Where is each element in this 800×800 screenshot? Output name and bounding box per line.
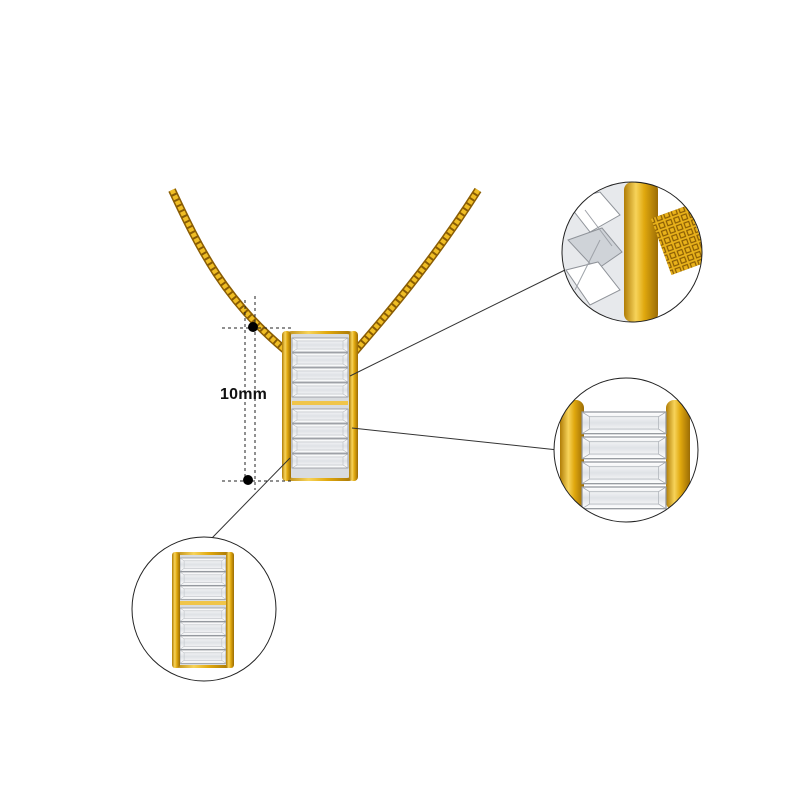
- dimension-marker: [222, 296, 292, 490]
- pendant: [282, 331, 358, 481]
- leader-lines: [211, 269, 566, 539]
- chain: [168, 187, 482, 358]
- top-right-detail: [561, 181, 703, 323]
- dimension-label: 10mm: [220, 386, 268, 403]
- middle-right-detail: [553, 377, 699, 523]
- bottom-left-detail: [131, 536, 277, 682]
